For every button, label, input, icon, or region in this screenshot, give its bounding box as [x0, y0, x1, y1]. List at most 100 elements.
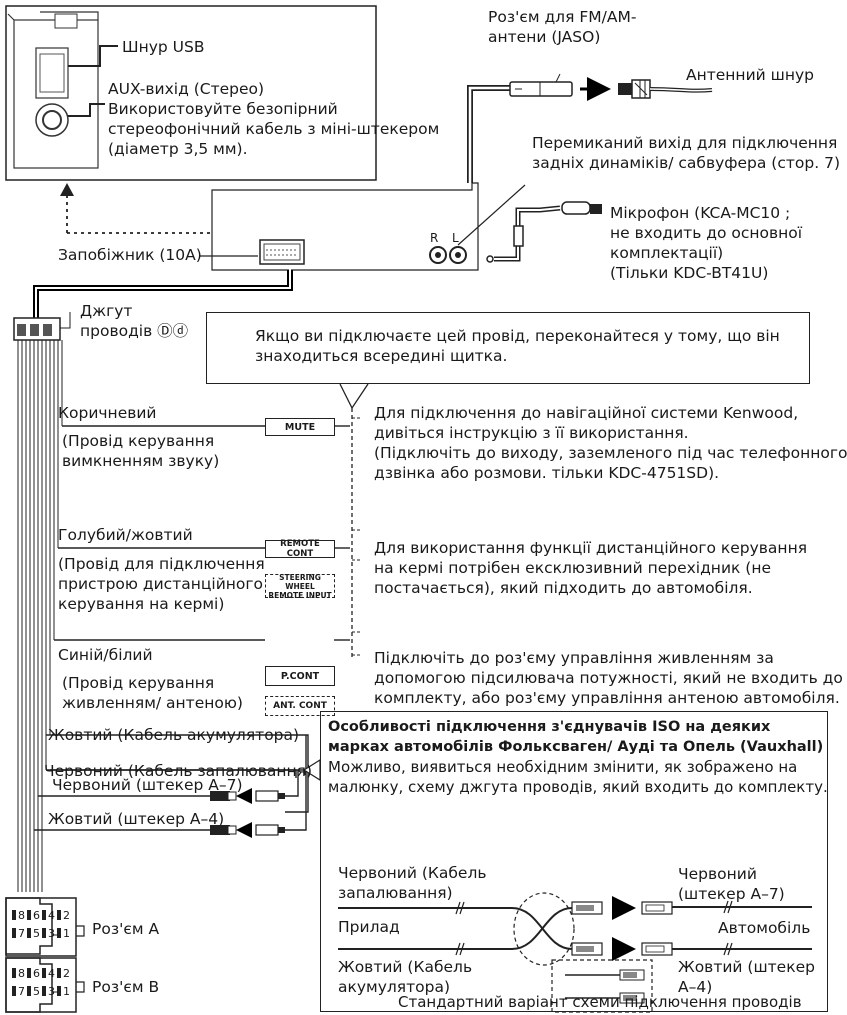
iso-crossing	[338, 892, 812, 1013]
iso-info-box	[320, 711, 828, 1012]
bluewhite-note-3: комплекту, або роз'єму управління антено…	[374, 689, 840, 707]
lightblue-desc-3: керування на кермі)	[58, 595, 225, 613]
antcont-tag: ANT. CONT	[265, 696, 335, 716]
iso-device-label: Прилад	[338, 918, 400, 936]
bluewhite-note-2: допомогою підсилювача потужності, який н…	[374, 669, 843, 687]
connector-a-pin-7: 7	[18, 927, 25, 940]
pcont-tag: P.CONT	[265, 666, 335, 686]
iso-left-bottom-2: акумулятора)	[338, 978, 451, 996]
lightblue-desc-2: пристрою дистанційного	[58, 575, 264, 593]
lightblue-note-3: постачається), який підходить до автомоб…	[374, 579, 753, 597]
mic-label-2: не входить до основної	[610, 224, 803, 242]
aux-title: AUX-вихід (Стерео)	[108, 80, 265, 98]
connector-a-pin-1: 1	[63, 927, 70, 940]
harness-block	[13, 312, 71, 341]
bluewhite-desc-1: (Провід керування	[62, 674, 215, 692]
iso-right-bottom-1: Жовтий (штекер	[678, 958, 815, 976]
iso-left-top-2: запалювання)	[338, 884, 453, 902]
mic-label-1: Мікрофон (KCA-MC10 ;	[610, 204, 791, 222]
connector-b-pin-2: 2	[63, 967, 70, 980]
brown-note-1: Для підключення до навігаційної системи …	[374, 404, 799, 422]
wire-bundle	[17, 340, 63, 892]
iso-left-top-1: Червоний (Кабель	[338, 864, 487, 882]
iso-right-top-1: Червоний	[678, 865, 757, 883]
connector-a	[5, 897, 60, 955]
harness-label-1: Джгут	[80, 302, 133, 320]
brown-note-4: дзвінка або розмови. тільки KDC-4751SD).	[374, 464, 720, 482]
mute-tag: MUTE	[265, 418, 335, 436]
iso-vehicle-label: Автомобіль	[718, 919, 811, 937]
connector-a-pin-4: 4	[48, 909, 55, 922]
usb-cable-label: Шнур USB	[122, 38, 205, 56]
antenna-cable-label: Антенний шнур	[686, 66, 814, 84]
connector-a-label: Роз'єм A	[92, 920, 160, 938]
connector-b-pin-6: 6	[33, 967, 40, 980]
fuse-label: Запобіжник (10A)	[58, 246, 202, 264]
connector-b-pin-3: 3	[48, 985, 55, 998]
callout-box: Якщо ви підключаєте цей провід, перекона…	[206, 312, 810, 384]
iso-right-top-2: (штекер A–7)	[678, 885, 785, 903]
rca-l-label: L	[452, 231, 459, 245]
lightblue-note-2: на кермі потрібен ексклюзивний перехідни…	[374, 559, 772, 577]
head-unit-panel	[5, 5, 377, 181]
aux-desc-1: Використовуйте безопірний	[108, 100, 338, 118]
yellow-battery-label: Жовтий (Кабель акумулятора)	[48, 726, 300, 744]
lightblue-desc-1: (Провід для підключення	[58, 555, 265, 573]
antenna-cable	[467, 73, 713, 183]
aux-desc-2: стереофонічний кабель з міні-штекером	[108, 120, 440, 138]
harness-trunk	[33, 270, 293, 318]
aux-desc-3: (діаметр 3,5 мм).	[108, 140, 248, 158]
mic-label-4: (Тільки KDC-BT41U)	[610, 264, 769, 282]
iso-plugs	[571, 896, 673, 1004]
connector-a-pin-8: 8	[18, 909, 25, 922]
preout-label-2: задніх динаміків/ сабвуфера (стор. 7)	[532, 154, 840, 172]
bluewhite-desc-2: живленням/ антеною)	[62, 694, 243, 712]
iso-left-bottom-1: Жовтий (Кабель	[338, 958, 473, 976]
rca-r-label: R	[430, 231, 439, 245]
iso-standard-label: Стандартний варіант схеми підключення пр…	[398, 993, 802, 1011]
connector-b-pin-4: 4	[48, 967, 55, 980]
red-a7-label: Червоний (штекер A–7)	[52, 776, 243, 794]
brown-note-2: дивіться інструкцію з її використання.	[374, 424, 689, 442]
bluewhite-note-1: Підключіть до роз'єму управління живленн…	[374, 649, 774, 667]
mic-label-3: комплектації)	[610, 244, 724, 262]
red-ignition-label: Червоний (Кабель запалювання)	[44, 762, 313, 780]
connector-b-label: Роз'єм B	[92, 978, 160, 996]
connector-a-pin-5: 5	[33, 927, 40, 940]
iso-desc-1: Можливо, виявиться необхідним змінити, я…	[328, 758, 798, 776]
connector-a-pin-3: 3	[48, 927, 55, 940]
yellow-a4-label: Жовтий (штекер A–4)	[48, 810, 225, 828]
preout-label-1: Перемиканий вихід для підключення	[532, 134, 838, 152]
callout-line-1: Якщо ви підключаєте цей провід, перекона…	[255, 327, 780, 345]
brown-wire-name: Коричневий	[58, 404, 157, 422]
lightblue-wire-name: Голубий/жовтий	[58, 526, 193, 544]
connector-a-pin-6: 6	[33, 909, 40, 922]
connector-b-pin-1: 1	[63, 985, 70, 998]
iso-right-bottom-2: A–4)	[678, 978, 713, 996]
steering-tag-line-2: REMOTE INPUT	[268, 590, 332, 600]
plug-yellow-a4	[210, 822, 285, 838]
connector-b-pin-5: 5	[33, 985, 40, 998]
lightblue-note-1: Для використання функції дистанційного к…	[374, 539, 808, 557]
brown-wire-desc-2: вимкненням звуку)	[62, 452, 220, 470]
antenna-connector-label-1: Роз'єм для FM/AM-	[488, 8, 637, 26]
callout-line-2: знаходиться всередині щитка.	[255, 347, 508, 365]
plug-red-a7	[210, 788, 285, 804]
brown-wire-desc-1: (Провід керування	[62, 432, 215, 450]
brown-note-3: (Підключіть до виходу, заземленого під ч…	[374, 444, 847, 462]
bluewhite-wire-name: Синій/білий	[58, 646, 153, 664]
microphone-cable	[494, 201, 602, 262]
harness-label-2: проводів Ⓓⓓ	[80, 322, 189, 340]
remote-cont-tag: REMOTE CONT	[265, 539, 335, 559]
main-unit-body	[200, 182, 526, 271]
connector-a-pin-2: 2	[63, 909, 70, 922]
connector-b-pin-7: 7	[18, 985, 25, 998]
iso-title-1: Особливості підключення з'єднувачів ISO …	[328, 719, 771, 735]
iso-title-2: марках автомобілів Фольксваген/ Ауді та …	[328, 739, 824, 755]
steering-remote-tag: STEERING WHEEL REMOTE INPUT	[265, 572, 335, 600]
antenna-connector-label-2: антени (JASO)	[488, 28, 601, 46]
iso-desc-2: малюнку, схему джгута проводів, який вхо…	[328, 778, 828, 796]
steering-tag-line-1: STEERING WHEEL	[279, 572, 321, 591]
connector-b-pin-8: 8	[18, 967, 25, 980]
